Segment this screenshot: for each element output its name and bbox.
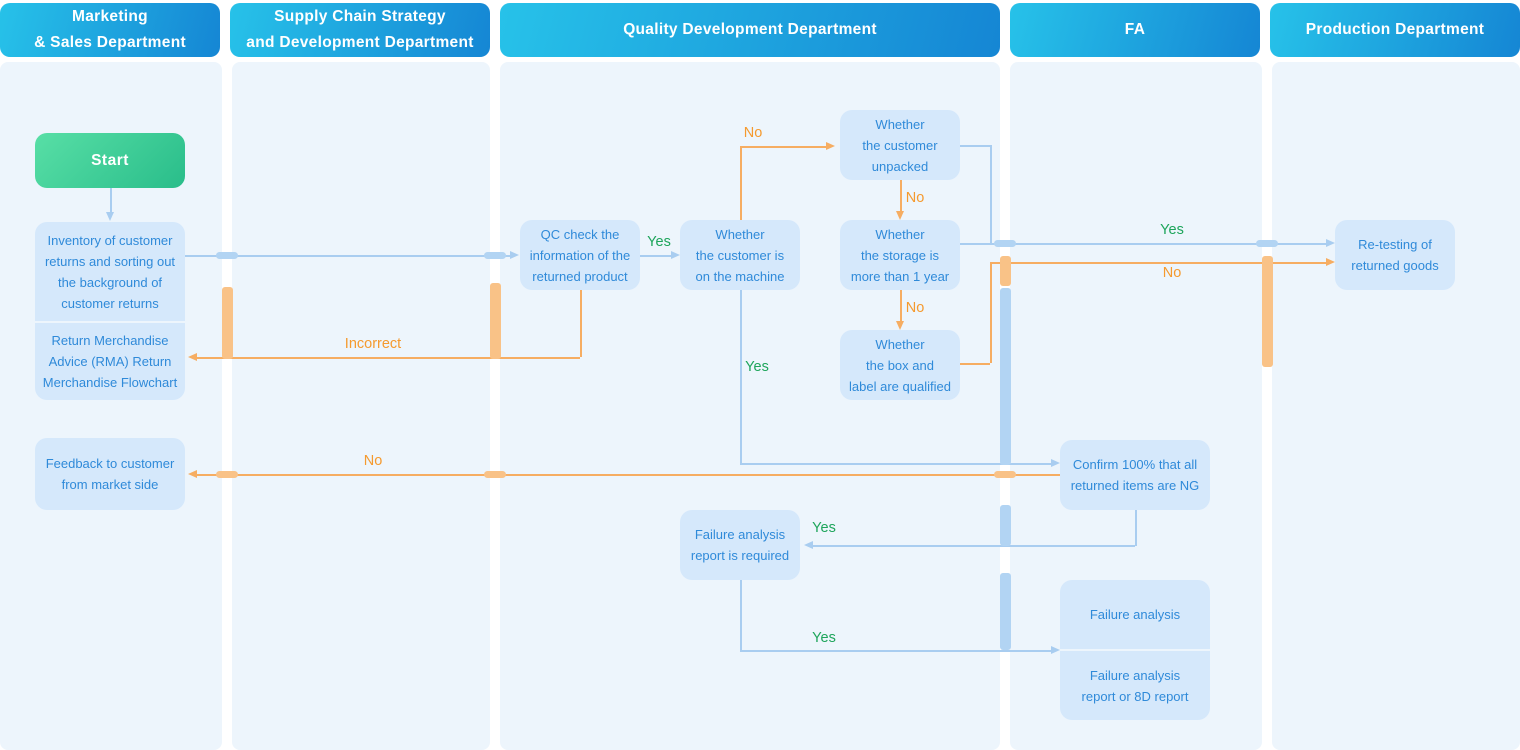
edge-label-no: No xyxy=(363,453,383,469)
node-rma-flowchart: Return Merchandise Advice (RMA) Return M… xyxy=(35,323,185,400)
edge-label-incorrect: Incorrect xyxy=(344,336,402,352)
node-feedback: Feedback to customer from market side xyxy=(35,438,185,510)
node-fa-report-required: Failure analysis report is required xyxy=(680,510,800,580)
lane-bridge xyxy=(999,505,1011,546)
lane-bridge xyxy=(484,470,506,478)
node-fa-report-8d: Failure analysis report or 8D report xyxy=(1060,651,1210,720)
node-start: Start xyxy=(35,133,185,188)
edge-label-no: No xyxy=(1162,265,1182,281)
node-on-machine: Whether the customer is on the machine xyxy=(680,220,800,290)
edge-qc-incorrect-to-rma-arrowhead xyxy=(188,352,197,361)
lane-bridge xyxy=(221,287,233,359)
edge-yes-to-retesting-arrowhead xyxy=(1326,238,1335,247)
lane-bridge xyxy=(994,239,1016,247)
edge-label-yes: Yes xyxy=(812,630,836,646)
node-inventory: Inventory of customer returns and sortin… xyxy=(35,222,185,321)
edge-label-no: No xyxy=(743,125,763,141)
node-unpacked: Whether the customer unpacked xyxy=(840,110,960,180)
edge-on-machine-yes-to-confirm-segment xyxy=(740,463,1051,465)
node-failure-analysis: Failure analysis xyxy=(1060,580,1210,649)
node-box-label: Whether the box and label are qualified xyxy=(840,330,960,400)
lane-header-marketing-sales: Marketing & Sales Department xyxy=(0,3,220,57)
lane-bridge xyxy=(999,288,1011,465)
lane-header-label: FA xyxy=(1124,21,1146,38)
edge-start-to-inventory-segment xyxy=(110,188,112,212)
lane-header-fa: FA xyxy=(1010,3,1260,57)
node-qc-check: QC check the information of the returned… xyxy=(520,220,640,290)
lane-bridge xyxy=(999,573,1011,650)
lane-bridge xyxy=(1256,239,1278,247)
lane-bridge xyxy=(216,251,238,259)
edge-qc-yes-to-on-machine-segment xyxy=(640,255,671,257)
edge-unpacked-no-to-storage-segment xyxy=(900,180,902,211)
lane-header-supply-chain: Supply Chain Strategy and Development De… xyxy=(230,3,490,57)
edge-box-label-no-to-retesting-arrowhead xyxy=(1326,257,1335,266)
edge-storage-no-to-box-label-segment xyxy=(900,290,902,321)
edge-label-yes: Yes xyxy=(647,234,671,250)
node-confirm-ng: Confirm 100% that all returned items are… xyxy=(1060,440,1210,510)
lane-header-quality-development: Quality Development Department xyxy=(500,3,1000,57)
lane-bridge xyxy=(994,470,1016,478)
lane-header-label: Marketing xyxy=(72,8,148,25)
edge-label-yes: Yes xyxy=(1160,222,1184,238)
edge-label-no: No xyxy=(905,300,925,316)
edge-storage-no-to-box-label-arrowhead xyxy=(895,321,904,330)
edge-yes-to-retesting-segment xyxy=(990,145,992,243)
edge-fa-required-yes-to-failure-analysis-arrowhead xyxy=(1051,645,1060,654)
edge-start-to-inventory-arrowhead xyxy=(105,212,114,221)
edge-label-yes: Yes xyxy=(812,520,836,536)
lane-header-label: Quality Development Department xyxy=(623,21,877,38)
edge-confirm-no-to-feedback-arrowhead xyxy=(188,469,197,478)
edge-fa-required-yes-to-failure-analysis-segment xyxy=(740,580,742,651)
edge-yes-to-retesting-segment xyxy=(960,243,1326,245)
lane-header-label: Production Department xyxy=(1305,21,1485,38)
lane-bridge xyxy=(484,251,506,259)
edge-box-label-no-to-retesting-segment xyxy=(990,262,1326,264)
edge-box-label-no-to-retesting-segment xyxy=(990,262,992,363)
edge-unpacked-no-to-storage-arrowhead xyxy=(895,211,904,220)
edge-on-machine-no-to-unpacked-segment xyxy=(740,146,742,220)
lane-bridge xyxy=(216,470,238,478)
edge-confirm-yes-to-fa-report-required-arrowhead xyxy=(804,540,813,549)
node-storage: Whether the storage is more than 1 year xyxy=(840,220,960,290)
edge-confirm-yes-to-fa-report-required-segment xyxy=(1135,510,1137,546)
lane-bridge xyxy=(999,256,1011,286)
edge-inventory-to-qc-check-segment xyxy=(185,255,510,257)
edge-on-machine-no-to-unpacked-arrowhead xyxy=(826,141,835,150)
node-retesting: Re-testing of returned goods xyxy=(1335,220,1455,290)
lane-bg-production xyxy=(1272,62,1520,750)
edge-box-label-no-to-retesting-segment xyxy=(960,363,990,365)
edge-qc-incorrect-to-rma-segment xyxy=(580,290,582,357)
edge-confirm-no-to-feedback-segment xyxy=(197,474,1060,476)
edge-on-machine-yes-to-confirm-arrowhead xyxy=(1051,458,1060,467)
edge-confirm-yes-to-fa-report-required-segment xyxy=(813,545,1135,547)
lane-header-label: and Development Department xyxy=(246,34,474,51)
lane-header-label: Supply Chain Strategy xyxy=(274,8,446,25)
lane-bg-supply-chain xyxy=(232,62,490,750)
edge-label-yes: Yes xyxy=(745,359,769,375)
edge-on-machine-no-to-unpacked-segment xyxy=(740,146,826,148)
edge-inventory-to-qc-check-arrowhead xyxy=(510,250,519,259)
edge-fa-required-yes-to-failure-analysis-segment xyxy=(740,650,1051,652)
edge-label-no: No xyxy=(905,190,925,206)
lane-header-label: & Sales Department xyxy=(34,34,186,51)
edge-on-machine-yes-to-confirm-segment xyxy=(740,290,742,463)
edge-qc-incorrect-to-rma-segment xyxy=(197,357,580,359)
lane-bridge xyxy=(489,283,501,359)
edge-yes-to-retesting-segment xyxy=(960,145,991,147)
lane-bridge xyxy=(1261,256,1273,367)
lane-header-production: Production Department xyxy=(1270,3,1520,57)
edge-qc-yes-to-on-machine-arrowhead xyxy=(671,250,680,259)
